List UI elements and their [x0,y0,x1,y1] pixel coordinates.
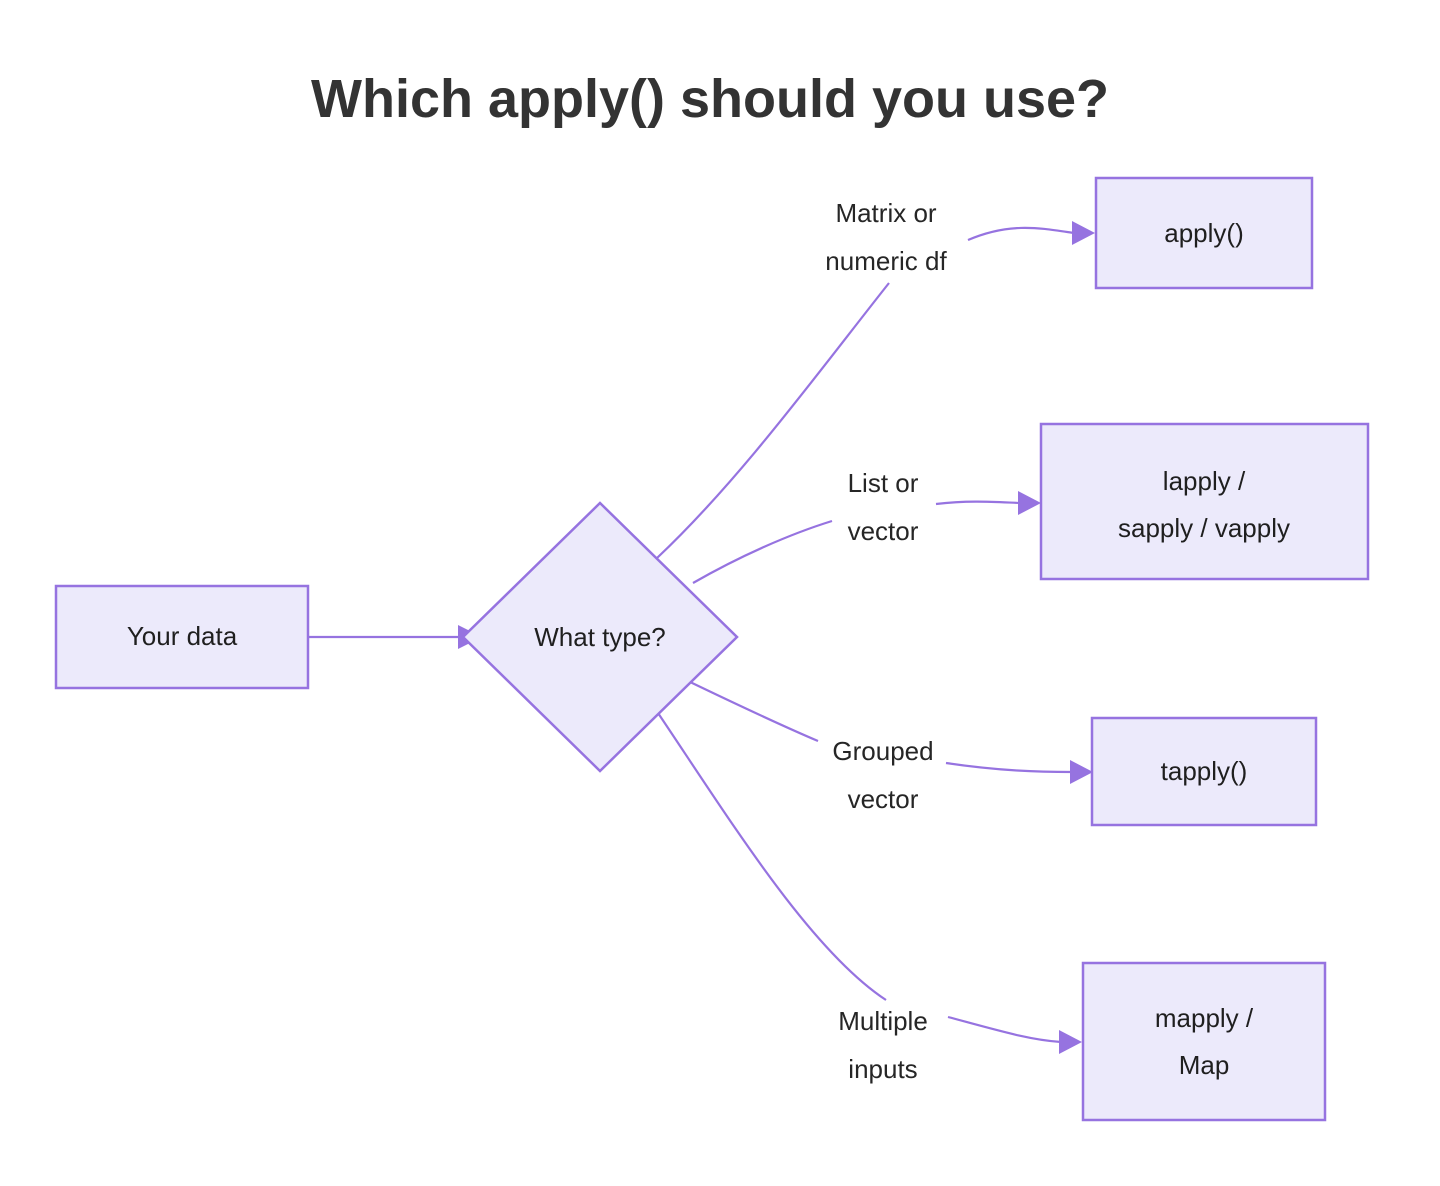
edge-branch-grouped [687,680,1093,784]
edge-line-branch-matrix-tail [967,226,1075,242]
arrowhead-branch-multiple [1059,1030,1082,1054]
edge-line-branch-grouped-tail [945,761,1073,774]
node-mapply-map-label-line2: Map [1179,1050,1230,1080]
edge-branch-list [692,491,1041,584]
node-tapply[interactable]: tapply() [1090,716,1318,827]
edge-label-branch-matrix-line1: Matrix or [835,198,936,228]
node-apply[interactable]: apply() [1094,176,1314,290]
arrowhead-branch-list [1018,491,1041,515]
edge-label-branch-grouped-line1: Grouped [832,736,933,766]
node-apply-label: apply() [1164,218,1243,248]
edge-branch-multiple [657,712,1082,1054]
edge-label-branch-list-line2: vector [848,516,919,546]
node-mapply-map-label-line1: mapply / [1155,1003,1254,1033]
nodes-layer: Your data What type? apply() lapply / sa… [54,176,1370,1122]
node-your-data-shape[interactable] [54,584,310,690]
edge-label-branch-matrix: Matrix or numeric df [825,198,947,276]
edge-line-branch-multiple [657,712,887,1001]
node-what-type-shape[interactable] [461,501,739,773]
edge-label-branch-grouped: Grouped vector [832,736,933,814]
edge-your-data-to-what-type [308,625,482,649]
edge-label-branch-multiple-line1: Multiple [838,1006,928,1036]
node-your-data[interactable]: Your data [54,584,310,690]
arrowhead-branch-matrix [1072,221,1095,245]
node-lapply-sapply-vapply-label-line1: lapply / [1163,466,1246,496]
node-lapply-sapply-vapply-label-line2: sapply / vapply [1118,513,1290,543]
arrowhead-branch-grouped [1070,760,1093,784]
node-tapply-label: tapply() [1161,756,1248,786]
edge-label-branch-list: List or vector [848,468,919,546]
node-your-data-label: Your data [127,621,238,651]
edge-label-branch-multiple-line2: inputs [848,1054,917,1084]
edge-line-branch-multiple-tail [947,1015,1062,1044]
edge-line-branch-list [692,519,833,584]
edge-line-branch-matrix [656,282,890,559]
edge-line-branch-grouped [687,680,819,743]
edge-branch-matrix [656,221,1095,559]
node-apply-shape[interactable] [1094,176,1314,290]
node-what-type[interactable]: What type? [461,501,739,773]
node-mapply-map[interactable]: mapply / Map [1081,961,1327,1122]
edge-label-branch-multiple: Multiple inputs [838,1006,928,1084]
edge-labels-layer: Matrix or numeric df List or vector Grou… [825,198,947,1084]
edge-label-branch-grouped-line2: vector [848,784,919,814]
edge-label-branch-list-line1: List or [848,468,919,498]
node-lapply-sapply-vapply-shape[interactable] [1039,422,1370,581]
node-mapply-map-shape[interactable] [1081,961,1327,1122]
edges-layer [308,221,1095,1054]
edge-line-branch-list-tail [935,500,1021,506]
node-lapply-sapply-vapply[interactable]: lapply / sapply / vapply [1039,422,1370,581]
node-tapply-shape[interactable] [1090,716,1318,827]
page-title: Which apply() should you use? [311,69,1109,129]
node-what-type-label: What type? [534,622,666,652]
edge-label-branch-matrix-line2: numeric df [825,246,947,276]
